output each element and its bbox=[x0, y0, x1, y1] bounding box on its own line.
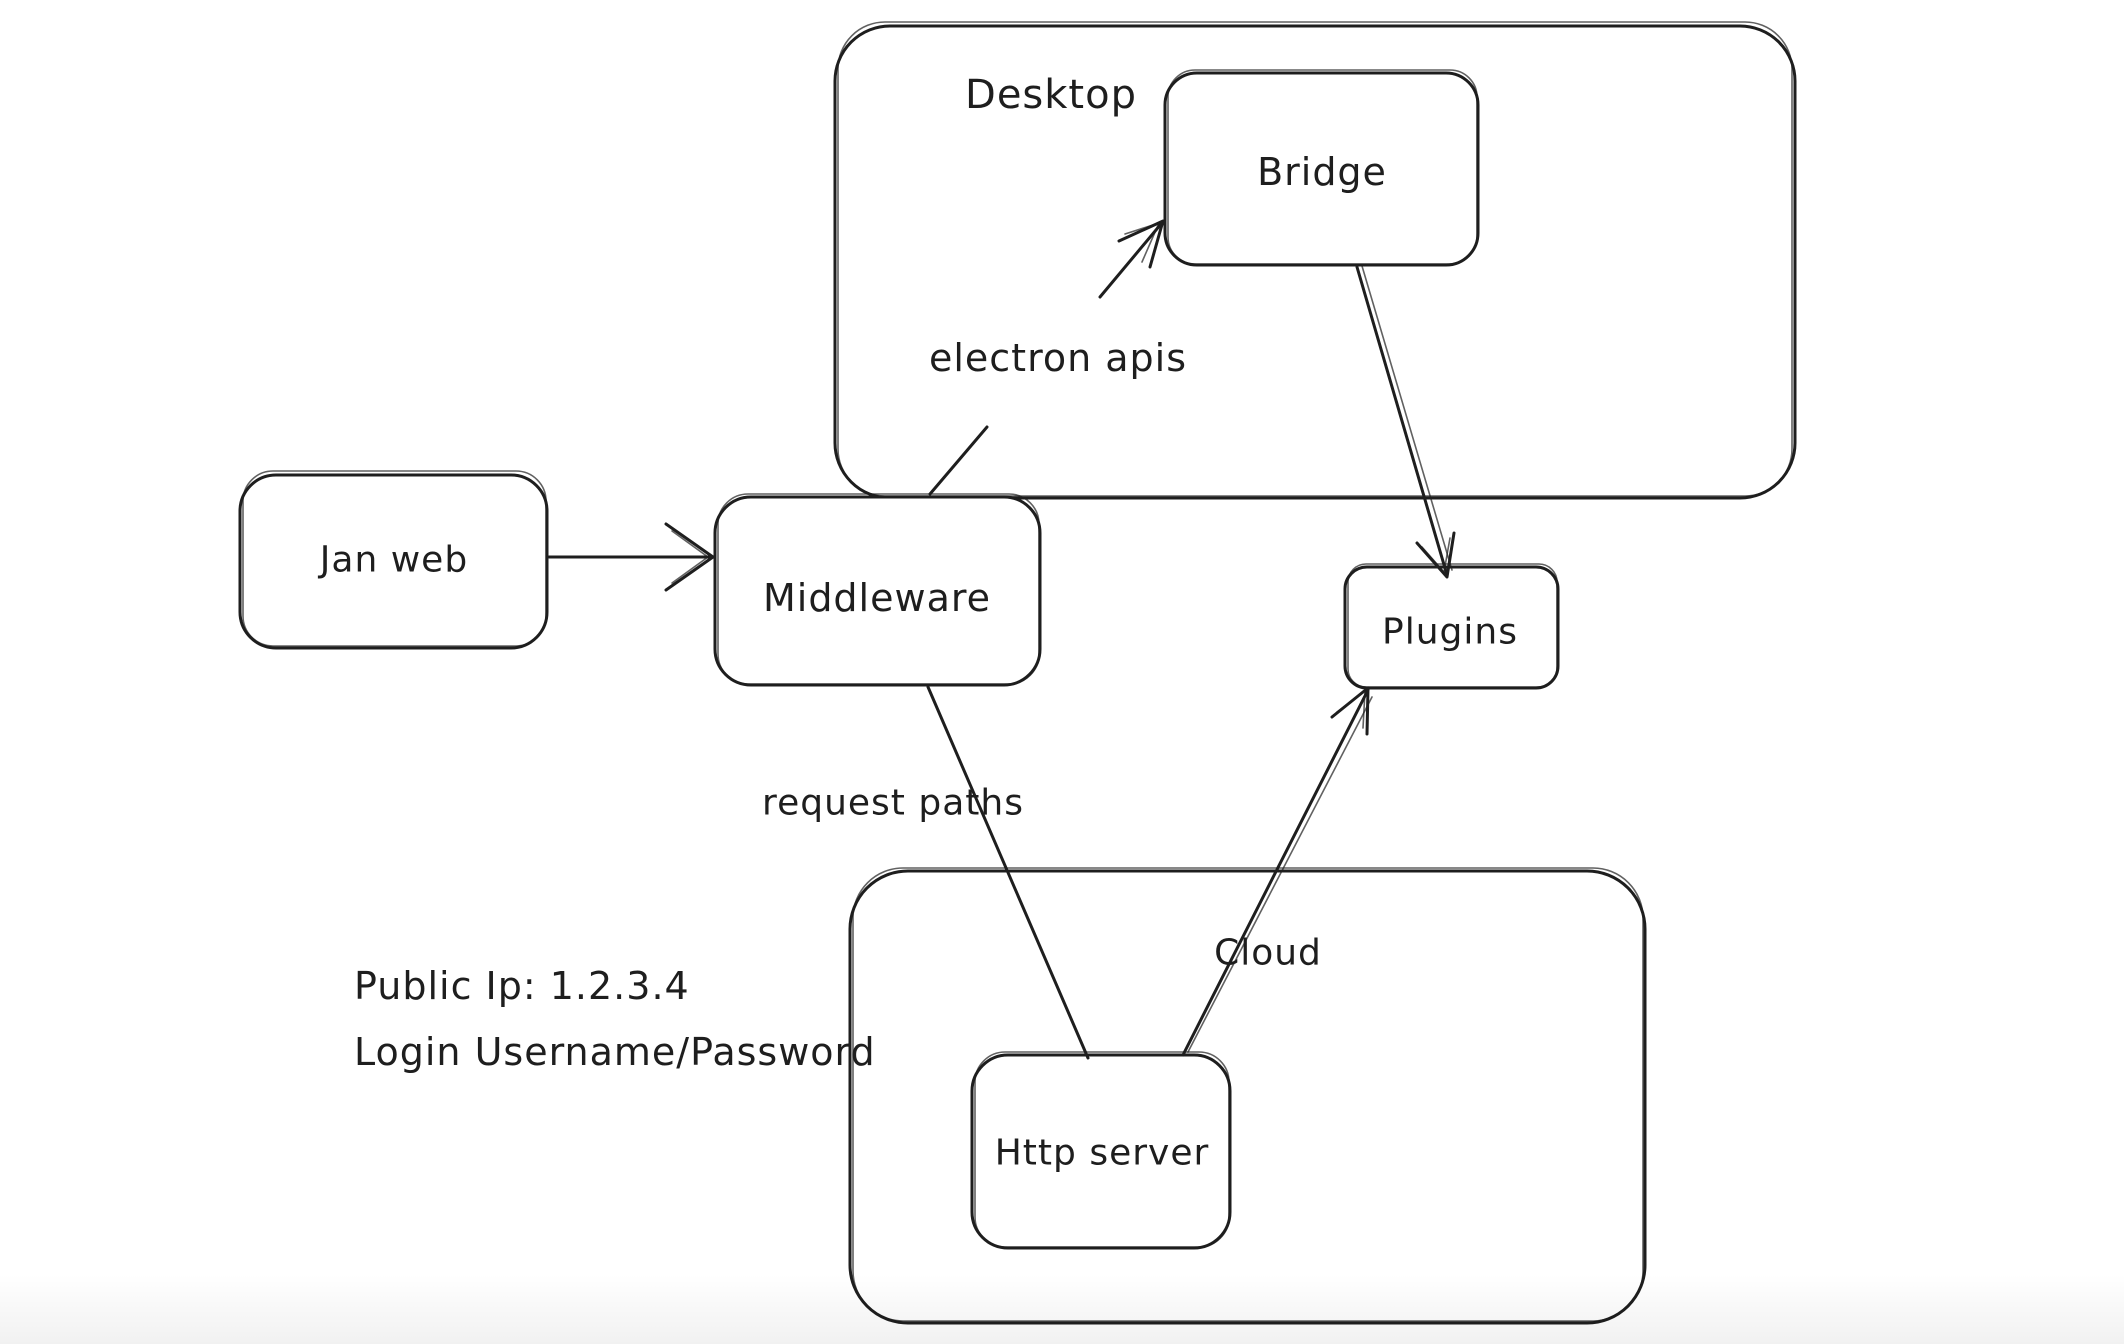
arrow-httpserver-plugins-line-echo bbox=[1187, 696, 1373, 1053]
middleware-node-box[interactable] bbox=[713, 495, 1042, 687]
desktop-label[interactable]: Desktop bbox=[965, 72, 1137, 118]
arrow-bridge-plugins-line-echo bbox=[1361, 265, 1453, 571]
cloud-container[interactable] bbox=[848, 867, 1647, 1325]
line-middleware-httpserver[interactable] bbox=[926, 685, 1090, 1060]
arrow-bridge-plugins[interactable] bbox=[1355, 265, 1456, 579]
desktop-container[interactable] bbox=[833, 21, 1797, 500]
arrow-janweb-middleware-head[interactable] bbox=[664, 522, 715, 592]
plugins-label[interactable]: Plugins bbox=[1382, 611, 1518, 653]
jan-web-label[interactable]: Jan web bbox=[319, 539, 469, 581]
arrow-janweb-middleware[interactable] bbox=[547, 522, 715, 592]
arrow-middleware-bridge-head-echo bbox=[1124, 221, 1161, 263]
cloud-label[interactable]: Cloud bbox=[1214, 932, 1322, 974]
middleware-node-sketch-echo bbox=[717, 493, 1040, 685]
jan-web-node-sketch-echo bbox=[242, 470, 547, 647]
bridge-label[interactable]: Bridge bbox=[1257, 150, 1387, 194]
bridge-node-sketch-echo bbox=[1167, 69, 1478, 265]
electron-apis-edge-label[interactable]: electron apis bbox=[918, 334, 1198, 382]
cloud-container-sketch-echo bbox=[852, 867, 1644, 1322]
arrow-httpserver-plugins[interactable] bbox=[1181, 686, 1373, 1057]
arrow-middleware-bridge-head[interactable] bbox=[1117, 219, 1165, 269]
plugins-node[interactable] bbox=[1343, 563, 1560, 690]
arrow-bridge-plugins-head-echo bbox=[1421, 537, 1451, 574]
bridge-node[interactable] bbox=[1163, 69, 1480, 267]
desktop-container-outline[interactable] bbox=[833, 24, 1797, 500]
request-paths-edge-label[interactable]: request paths bbox=[762, 782, 1024, 824]
public-ip-text: Public Ip: 1.2.3.4 bbox=[354, 964, 690, 1008]
arrow-janweb-middleware-head-echo bbox=[671, 530, 710, 584]
arrow-bridge-plugins-head[interactable] bbox=[1415, 531, 1456, 579]
arrow-middleware-bridge-line-lower[interactable] bbox=[928, 425, 989, 496]
jan-web-node-box[interactable] bbox=[238, 473, 549, 650]
arrow-httpserver-plugins-head-echo bbox=[1336, 689, 1366, 729]
arrow-middleware-bridge-line-upper[interactable] bbox=[1098, 222, 1163, 299]
plugins-node-sketch-echo bbox=[1347, 563, 1558, 688]
desktop-container-sketch-echo bbox=[837, 21, 1793, 497]
line-middleware-httpserver-line[interactable] bbox=[926, 685, 1090, 1060]
middleware-label[interactable]: Middleware bbox=[762, 576, 992, 620]
credentials-annotation[interactable]: Public Ip: 1.2.3.4 Login Username/Passwo… bbox=[354, 953, 876, 1085]
jan-web-node[interactable] bbox=[238, 470, 549, 650]
middleware-node[interactable] bbox=[713, 493, 1042, 687]
http-server-node-box[interactable] bbox=[970, 1053, 1232, 1250]
http-server-node-sketch-echo bbox=[974, 1051, 1230, 1248]
http-server-label[interactable]: Http server bbox=[994, 1132, 1210, 1174]
bridge-node-box[interactable] bbox=[1163, 71, 1480, 267]
http-server-node[interactable] bbox=[970, 1051, 1232, 1250]
arrow-bridge-plugins-line[interactable] bbox=[1355, 265, 1449, 577]
login-text: Login Username/Password bbox=[354, 1030, 876, 1074]
cloud-container-outline[interactable] bbox=[848, 869, 1647, 1325]
arrow-httpserver-plugins-line[interactable] bbox=[1181, 688, 1370, 1057]
arrow-middleware-bridge[interactable] bbox=[928, 219, 1165, 496]
